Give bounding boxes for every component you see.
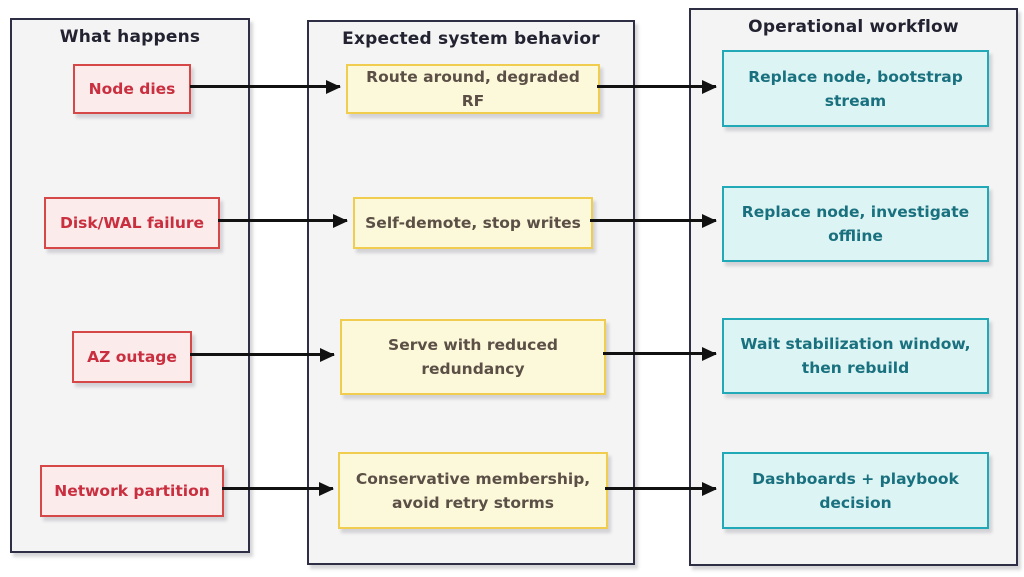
workflow-box-dashboards-playbook: Dashboards + playbook decision <box>722 452 989 529</box>
event-box-network-partition: Network partition <box>40 465 224 517</box>
arrow-self-demote-to-replace-investigate <box>590 219 716 222</box>
arrow-route-around-to-replace-bootstrap <box>597 85 716 88</box>
arrow-disk-wal-to-self-demote <box>218 219 347 222</box>
behavior-box-conservative-membership: Conservative membership, avoid retry sto… <box>338 452 608 529</box>
arrow-reduced-redundancy-to-wait-stabilization <box>603 352 716 355</box>
behavior-box-reduced-redundancy: Serve with reduced redundancy <box>340 319 606 395</box>
event-box-node-dies: Node dies <box>73 64 191 114</box>
panel-what-happens: What happens Node dies Disk/WAL failure … <box>10 18 250 553</box>
workflow-box-wait-stabilization: Wait stabilization window, then rebuild <box>722 318 989 394</box>
workflow-box-replace-investigate: Replace node, investigate offline <box>722 186 989 262</box>
behavior-box-route-around: Route around, degraded RF <box>346 64 600 114</box>
panel-title-what-happens: What happens <box>59 27 201 47</box>
event-box-az-outage: AZ outage <box>72 331 192 383</box>
panel-title-operational-workflow: Operational workflow <box>748 17 959 37</box>
event-box-disk-wal-failure: Disk/WAL failure <box>44 197 220 249</box>
arrow-network-partition-to-conservative <box>222 487 333 490</box>
arrow-conservative-to-dashboards <box>605 487 716 490</box>
workflow-box-replace-bootstrap: Replace node, bootstrap stream <box>722 50 989 127</box>
arrow-node-dies-to-route-around <box>190 85 340 88</box>
panel-expected-behavior: Expected system behavior Route around, d… <box>307 20 635 565</box>
arrow-az-outage-to-reduced-redundancy <box>190 353 334 356</box>
panel-operational-workflow: Operational workflow Replace node, boots… <box>689 8 1018 566</box>
behavior-box-self-demote: Self-demote, stop writes <box>353 197 593 249</box>
panel-title-expected-behavior: Expected system behavior <box>342 29 600 49</box>
